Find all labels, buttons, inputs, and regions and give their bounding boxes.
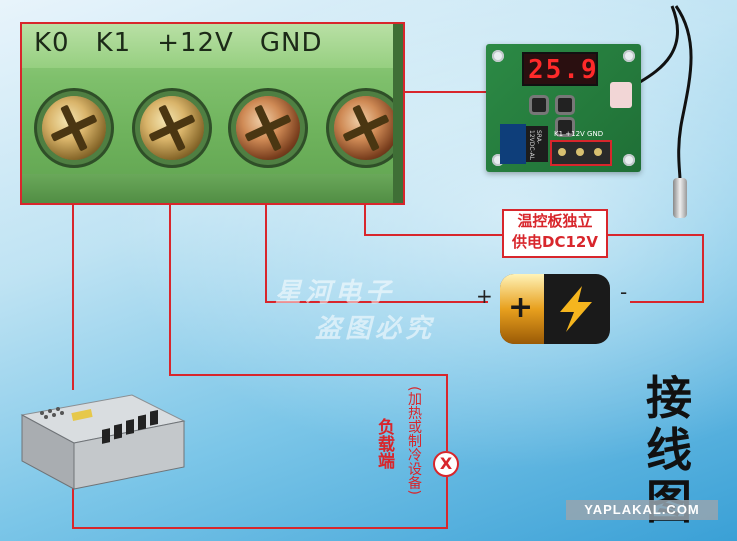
screw-k0: [42, 96, 106, 160]
terminal-label-k1: K1: [95, 28, 132, 58]
terminal-label-k0: K0: [34, 28, 70, 58]
screw-gnd: [334, 96, 398, 160]
wire-load-return: [72, 477, 448, 529]
board-terminal-block: K1 +12V GND: [550, 130, 612, 166]
terminal-label-12v: +12V: [157, 28, 234, 58]
up-button-icon: [558, 98, 572, 112]
power-supply-callout: 温控板独立 供电DC12V: [502, 209, 608, 258]
screw-12v: [236, 96, 300, 160]
board-block-labels: K1 +12V GND: [554, 130, 604, 138]
terminal-labels: K0 K1 +12V GND: [34, 28, 348, 58]
relay-label: SRA-12VDC-AL: [528, 130, 542, 161]
set-button-icon: [532, 98, 546, 112]
sensor-cable: [639, 5, 693, 181]
watermark-line2: 盗图必究: [315, 314, 436, 344]
mount-hole-icon: [623, 154, 635, 166]
watermark-line1: 星河电子: [275, 278, 396, 308]
power-supply-icon: [20, 394, 186, 490]
lightning-icon: [560, 286, 592, 332]
terminal-block-photo: K0 K1 +12V GND: [20, 22, 405, 205]
battery-plus-mark: +: [508, 290, 534, 325]
relay-body: SRA-12VDC-AL: [526, 126, 548, 162]
relay-icon: [500, 124, 526, 164]
battery-minus-label: -: [620, 280, 628, 304]
callout-line2: 供电DC12V: [512, 233, 598, 251]
sensor-connector-icon: [610, 82, 632, 108]
load-symbol-icon: X: [433, 451, 459, 477]
battery-plus-label: +: [476, 284, 493, 308]
callout-line1: 温控板独立: [517, 212, 593, 230]
site-watermark: YAPLAKAL.COM: [566, 500, 718, 520]
screw-k1: [140, 96, 204, 160]
mount-hole-icon: [492, 50, 504, 62]
load-note: (加热或制冷设备): [406, 386, 422, 495]
load-label: 负载端: [374, 418, 394, 469]
thermostat-board: 25.9 SRA-12VDC-AL K1 +12V GND: [486, 44, 641, 172]
temperature-probe-icon: [673, 178, 687, 218]
wire-gnd: [364, 170, 704, 303]
wire-k1: [169, 170, 448, 451]
battery-icon: +: [500, 274, 610, 344]
terminal-label-gnd: GND: [259, 28, 323, 58]
down-button-icon: [558, 120, 572, 134]
led-display: 25.9: [522, 52, 598, 86]
mount-hole-icon: [623, 50, 635, 62]
wire-plus12v: [265, 170, 488, 303]
display-value: 25.9: [528, 55, 599, 85]
